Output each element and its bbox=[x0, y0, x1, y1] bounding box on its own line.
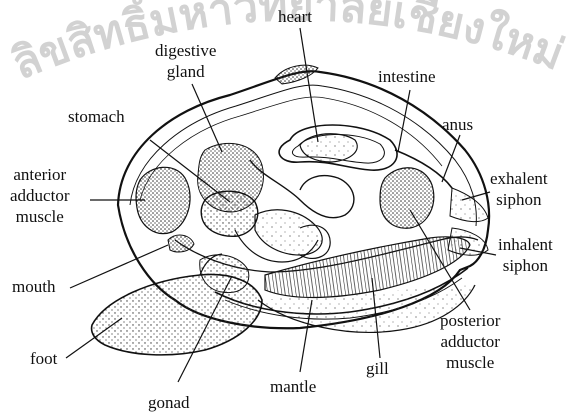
label-exhalent-siphon: exhalent siphon bbox=[490, 168, 548, 210]
hinge bbox=[275, 65, 318, 84]
label-mantle: mantle bbox=[270, 376, 316, 397]
label-digestive-gland: digestive gland bbox=[155, 40, 216, 82]
intestine-tube bbox=[250, 160, 354, 218]
label-anus: anus bbox=[442, 114, 473, 135]
label-inhalent-siphon: inhalent siphon bbox=[498, 234, 553, 276]
exhalent-siphon-shape bbox=[450, 188, 488, 222]
inhalent-siphon-shape bbox=[448, 228, 488, 255]
label-mouth: mouth bbox=[12, 276, 55, 297]
posterior-adductor-muscle-shape bbox=[380, 168, 434, 228]
leader-anus bbox=[442, 135, 460, 182]
label-heart: heart bbox=[278, 6, 312, 27]
foot-shape bbox=[92, 274, 262, 354]
label-stomach: stomach bbox=[68, 106, 125, 127]
label-intestine: intestine bbox=[378, 66, 436, 87]
label-anterior-adductor-muscle: anterior adductor muscle bbox=[10, 164, 69, 227]
leader-digestive-gland bbox=[192, 84, 222, 152]
label-gill: gill bbox=[366, 358, 389, 379]
label-foot: foot bbox=[30, 348, 57, 369]
stomach-shape bbox=[201, 191, 257, 236]
label-gonad: gonad bbox=[148, 392, 190, 413]
label-posterior-adductor-muscle: posterior adductor muscle bbox=[440, 310, 500, 373]
